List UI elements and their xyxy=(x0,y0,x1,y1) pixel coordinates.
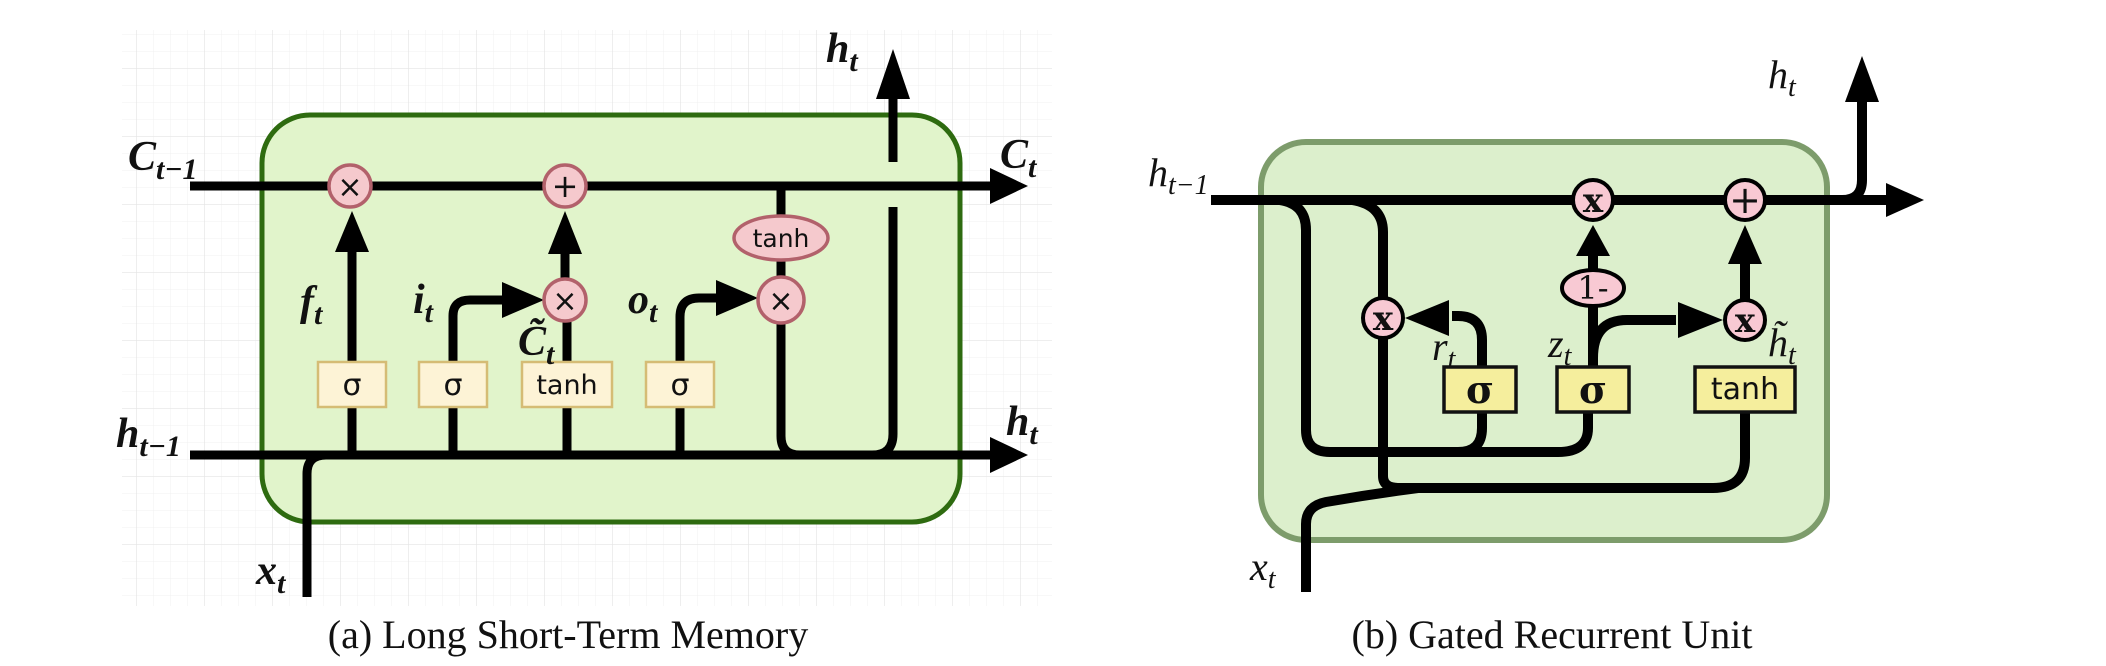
candidate-multiply-symbol: x xyxy=(1735,301,1756,341)
output-gate-symbol: σ xyxy=(670,368,689,403)
hidden-out-arrowhead xyxy=(990,437,1028,473)
output-gate-box xyxy=(644,360,716,409)
add-symbol: + xyxy=(1729,178,1761,222)
hidden-in-label: ht−1 xyxy=(116,411,181,463)
hidden-out-arrowhead xyxy=(1886,183,1924,217)
reset-multiply-op xyxy=(1361,296,1405,340)
one-minus-symbol: 1- xyxy=(1577,269,1608,307)
hidden-top-arrowhead xyxy=(876,49,910,99)
forget-gate-symbol: σ xyxy=(342,368,361,403)
update-multiply-symbol: x xyxy=(1583,181,1604,221)
candidate-gate-symbol: tanh xyxy=(536,370,597,401)
reset-gate-box xyxy=(1442,365,1518,414)
reset-multiply-symbol: x xyxy=(1373,299,1394,339)
reset-gate-arrowhead xyxy=(1405,300,1449,336)
gru-caption: (b) Gated Recurrent Unit xyxy=(1352,612,1753,657)
lstm-panel: σ σ tanh σ × + × × tanh Ct−1 Ct ht−1 ht … xyxy=(116,26,1052,657)
input-entry-line xyxy=(1301,483,1419,592)
hidden-top-arrowhead xyxy=(1845,56,1879,102)
add-arrowhead xyxy=(548,211,582,254)
oneminus-arrowhead xyxy=(1576,225,1610,256)
hidden-in-label: ht−1 xyxy=(1148,150,1209,201)
cell-in-label: Ct−1 xyxy=(128,134,198,186)
add-op xyxy=(542,163,588,209)
update-branch-arrowhead xyxy=(1678,302,1723,338)
output-gate-riser xyxy=(675,293,716,455)
forget-multiply-symbol: × xyxy=(337,170,362,205)
candidate-add-arrowhead xyxy=(1728,225,1762,264)
reset-output-to-candidate-line xyxy=(1378,338,1750,493)
output-multiply-op xyxy=(756,275,806,325)
output-multiply-symbol: × xyxy=(768,284,793,319)
candidate-label: C̃t xyxy=(518,317,556,371)
input-entry-line xyxy=(302,450,327,597)
candidate-label: h̃t xyxy=(1768,320,1797,371)
reset-gate-symbol: σ xyxy=(1466,367,1494,412)
input-label: xt xyxy=(255,548,287,600)
one-minus-op xyxy=(1560,268,1626,308)
input-multiply-symbol: × xyxy=(552,284,577,319)
lstm-caption: (a) Long Short-Term Memory xyxy=(328,612,808,657)
gru-cell-boundary xyxy=(1258,139,1830,543)
input-gate-symbol: σ xyxy=(443,368,462,403)
hidden-top-branch-lower xyxy=(871,207,898,460)
update-gate-symbol: σ xyxy=(1579,367,1607,412)
cell-out-label: Ct xyxy=(1000,132,1038,184)
hidden-drop-to-reset-mul xyxy=(1350,195,1388,298)
state-tanh-symbol: tanh xyxy=(753,224,810,253)
input-multiply-op xyxy=(542,277,588,323)
candidate-gate-box xyxy=(520,360,614,409)
hidden-out-label: ht xyxy=(1768,52,1797,103)
candidate-gate-box xyxy=(1693,365,1797,414)
input-gate-riser xyxy=(448,295,502,455)
input-gate-box xyxy=(417,360,489,409)
hidden-out-top-label: ht xyxy=(826,26,859,78)
update-multiply-op xyxy=(1571,178,1615,222)
hidden-drop-to-gates xyxy=(1278,195,1593,457)
candidate-multiply-op xyxy=(1723,298,1767,342)
output-mul-drop xyxy=(776,323,801,460)
state-tanh-op xyxy=(732,214,830,262)
output-gate-arrowhead xyxy=(716,280,758,316)
gru-panel: σ σ tanh x + x x 1- ht−1 ht xt rt zt h̃t… xyxy=(1148,52,1924,657)
reset-gate-label: rt xyxy=(1432,324,1457,375)
update-branch-to-candidate-mul xyxy=(1588,315,1676,359)
input-label: xt xyxy=(1249,544,1277,595)
hidden-out-right-label: ht xyxy=(1006,399,1039,451)
output-gate-label: ot xyxy=(628,277,659,329)
reset-gate-riser xyxy=(1452,311,1487,367)
reset-gate-feed-stub xyxy=(1457,412,1487,457)
candidate-gate-symbol: tanh xyxy=(1711,372,1779,407)
forget-arrowhead xyxy=(335,211,369,252)
input-gate-label: it xyxy=(413,277,435,329)
cell-out-arrowhead xyxy=(990,168,1028,204)
add-symbol: + xyxy=(552,167,579,205)
forget-gate-box xyxy=(316,360,388,409)
update-gate-label: zt xyxy=(1547,321,1573,372)
update-gate-box xyxy=(1555,365,1631,414)
input-gate-arrowhead xyxy=(502,282,544,318)
hidden-top-branch xyxy=(1841,100,1867,205)
forget-multiply-op xyxy=(327,163,373,209)
add-op xyxy=(1723,178,1767,222)
forget-gate-label: ft xyxy=(300,279,324,331)
